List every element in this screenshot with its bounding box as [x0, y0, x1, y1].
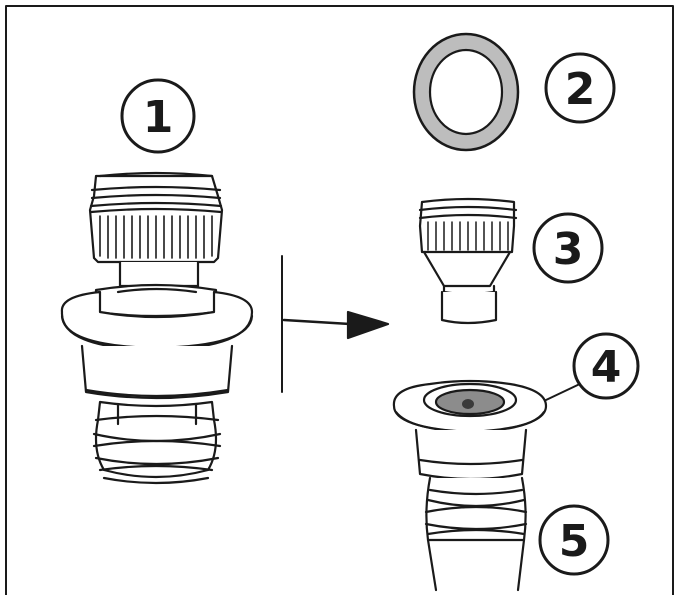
- callout-number-4: 4: [591, 342, 622, 393]
- frame-border: [5, 5, 674, 595]
- callout-5: 5: [538, 504, 610, 576]
- washer: [412, 32, 520, 152]
- assembled-connector: [60, 171, 254, 485]
- callout-2: 2: [544, 52, 616, 124]
- callout-3: 3: [532, 212, 604, 284]
- callout-1: 1: [120, 78, 196, 154]
- arrow: [282, 310, 390, 340]
- hose: [424, 476, 528, 592]
- callout-4: 4: [545, 332, 640, 401]
- adapter-nipple: [418, 197, 518, 325]
- callout-number-2: 2: [565, 64, 596, 115]
- callout-number-5: 5: [559, 516, 590, 567]
- callout-number-1: 1: [143, 92, 174, 143]
- valve-connector: [392, 379, 548, 481]
- callout-number-3: 3: [553, 224, 584, 275]
